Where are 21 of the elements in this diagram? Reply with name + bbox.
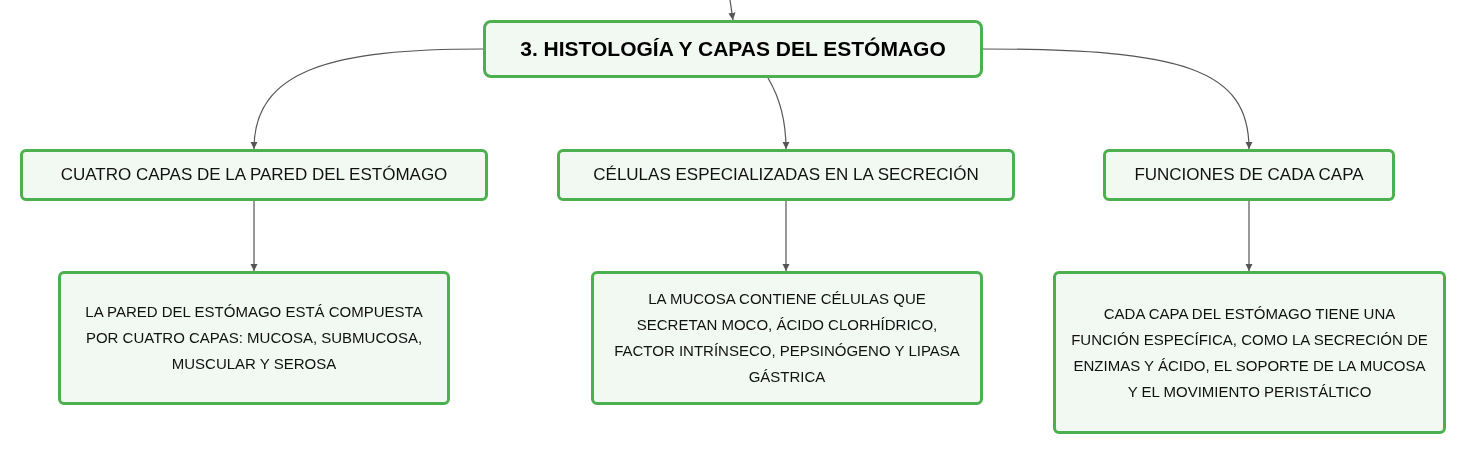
topic-text: LA PARED DEL ESTÓMAGO ESTÁ COMPUESTA POR CUATRO CAPAS: MUCOSA, SUBMUCOSA, MUSCULAR Y SEROSA <box>84 302 424 374</box>
topic-box <box>557 149 1015 201</box>
connector-arrow <box>982 48 1253 150</box>
topic-text: 3. HISTOLOGÍA Y CAPAS DEL ESTÓMAGO <box>520 36 946 63</box>
connector-arrow <box>728 0 736 21</box>
connector-arrow <box>250 200 258 272</box>
topic-text: CÉLULAS ESPECIALIZADAS EN LA SECRECIÓN <box>593 164 979 187</box>
topic-box <box>483 20 983 78</box>
connector-arrow <box>251 48 484 150</box>
connector-arrow <box>1245 200 1253 272</box>
topic-box <box>58 271 450 405</box>
topic-box <box>1053 271 1446 434</box>
topic-text: FUNCIONES DE CADA CAPA <box>1134 164 1364 187</box>
topic-box <box>1103 149 1395 201</box>
connector-arrow <box>782 200 790 272</box>
topic-text: CUATRO CAPAS DE LA PARED DEL ESTÓMAGO <box>60 164 448 187</box>
topic-text: CADA CAPA DEL ESTÓMAGO TIENE UNA FUNCIÓN ESPECÍFICA, COMO LA SECRECIÓN DE ENZIMAS Y ÁCIDO, EL SOPORTE DE LA MUCOSA Y EL MOVIMIENTO PERISTÁLTICO <box>1070 303 1429 402</box>
topic-box <box>20 149 488 201</box>
topic-text: LA MUCOSA CONTIENE CÉLULAS QUE SECRETAN MOCO, ÁCIDO CLORHÍDRICO, FACTOR INTRÍNSECO, PEPSINÓGENO Y LIPASA GÁSTRICA <box>613 289 961 387</box>
connector-arrow <box>767 77 790 150</box>
topic-box <box>591 271 983 405</box>
